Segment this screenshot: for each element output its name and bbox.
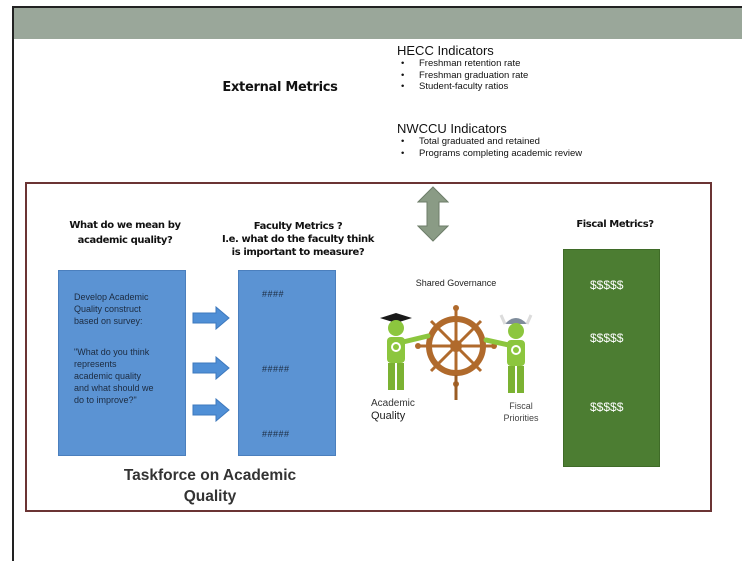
- double-arrow-vertical-icon: [417, 186, 449, 242]
- question-line: What do we mean by: [69, 220, 181, 231]
- arrow-right-icon: [192, 398, 230, 422]
- label-line: Quality: [371, 410, 406, 422]
- external-metrics-title: External Metrics: [222, 80, 338, 95]
- faculty-line: is important to measure?: [231, 247, 365, 258]
- faculty-value: #####: [262, 364, 290, 374]
- taskforce-line: Quality: [183, 488, 237, 505]
- hecc-title: HECC Indicators: [397, 43, 494, 58]
- survey-line: based on survey:: [74, 316, 143, 327]
- label-line: Fiscal: [509, 401, 533, 411]
- fiscal-metrics-heading: Fiscal Metrics?: [576, 219, 654, 230]
- nwccu-title: NWCCU Indicators: [397, 121, 507, 136]
- fiscal-value: $$$$$: [590, 331, 624, 345]
- person-icon: [380, 313, 431, 390]
- academic-quality-label: Academic Quality: [371, 398, 415, 422]
- faculty-metrics-heading: Faculty Metrics ? I.e. what do the facul…: [218, 220, 378, 259]
- faculty-value: ####: [262, 289, 285, 299]
- hecc-item: Student-faculty ratios: [397, 81, 617, 93]
- hecc-item: Freshman retention rate: [397, 58, 617, 70]
- fiscal-value: $$$$$: [590, 278, 624, 292]
- survey-box: Develop Academic Quality construct based…: [58, 270, 186, 456]
- academic-quality-question: What do we mean by academic quality?: [45, 218, 205, 248]
- title-bar: [14, 8, 742, 39]
- nwccu-list: Total graduated and retained Programs co…: [397, 136, 592, 159]
- label-line: Academic: [371, 398, 415, 409]
- fiscal-value: $$$$$: [590, 400, 624, 414]
- survey-quote: represents: [74, 358, 117, 369]
- faculty-metrics-box: [238, 270, 336, 456]
- faculty-line: I.e. what do the faculty think: [221, 234, 375, 245]
- arrow-right-icon: [192, 356, 230, 380]
- arrow-right-icon: [192, 306, 230, 330]
- question-line: academic quality?: [77, 235, 173, 246]
- nwccu-item: Total graduated and retained: [397, 136, 592, 148]
- survey-quote: do to improve?": [74, 395, 137, 406]
- label-line: Priorities: [503, 413, 539, 423]
- survey-quote: academic quality: [74, 371, 142, 382]
- faculty-line: Faculty Metrics ?: [253, 221, 343, 232]
- hecc-indicators: HECC Indicators Freshman retention rate …: [397, 43, 617, 93]
- faculty-value: #####: [262, 429, 290, 439]
- fiscal-priorities-label: Fiscal Priorities: [496, 400, 546, 424]
- shared-governance-illustration: [380, 305, 533, 400]
- slide-frame: [12, 6, 742, 561]
- survey-quote: "What do you think: [74, 346, 150, 357]
- taskforce-label: Taskforce on Academic Quality: [75, 465, 345, 507]
- hecc-item: Freshman graduation rate: [397, 70, 617, 82]
- nwccu-indicators: NWCCU Indicators Total graduated and ret…: [397, 121, 607, 159]
- survey-line: Quality construct: [74, 304, 142, 315]
- nwccu-item: Programs completing academic review: [397, 148, 592, 160]
- internal-metrics-frame: [25, 182, 712, 512]
- taskforce-line: Taskforce on Academic: [123, 467, 297, 484]
- survey-quote: and what should we: [74, 383, 154, 394]
- person-icon: [483, 314, 533, 393]
- fiscal-metrics-box: [563, 249, 660, 467]
- hecc-list: Freshman retention rate Freshman graduat…: [397, 58, 617, 93]
- survey-line: Develop Academic: [74, 292, 149, 302]
- shared-governance-title: Shared Governance: [415, 278, 497, 288]
- ship-wheel-icon: [415, 305, 497, 400]
